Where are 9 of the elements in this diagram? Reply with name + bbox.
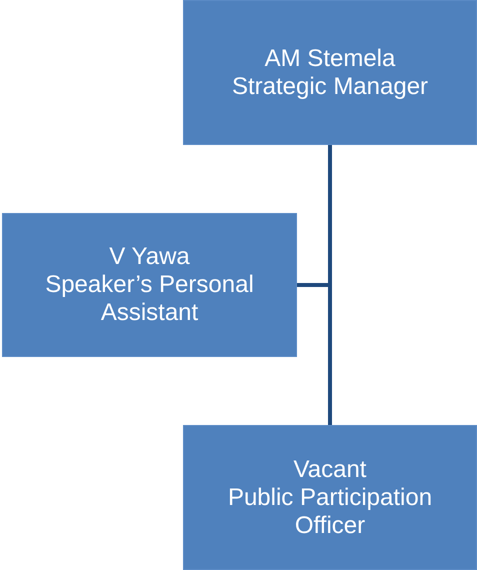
- job-title: Strategic Manager: [232, 72, 428, 100]
- person-name: AM Stemela: [264, 44, 396, 72]
- org-box: [183, 0, 477, 145]
- person-name: V Yawa: [109, 243, 190, 271]
- job-title: Speaker’s Personal Assistant: [44, 271, 255, 327]
- org-box: [2, 213, 297, 357]
- org-box: [183, 425, 477, 570]
- person-name: Vacant: [294, 456, 366, 484]
- job-title: Public Participation Officer: [226, 484, 434, 540]
